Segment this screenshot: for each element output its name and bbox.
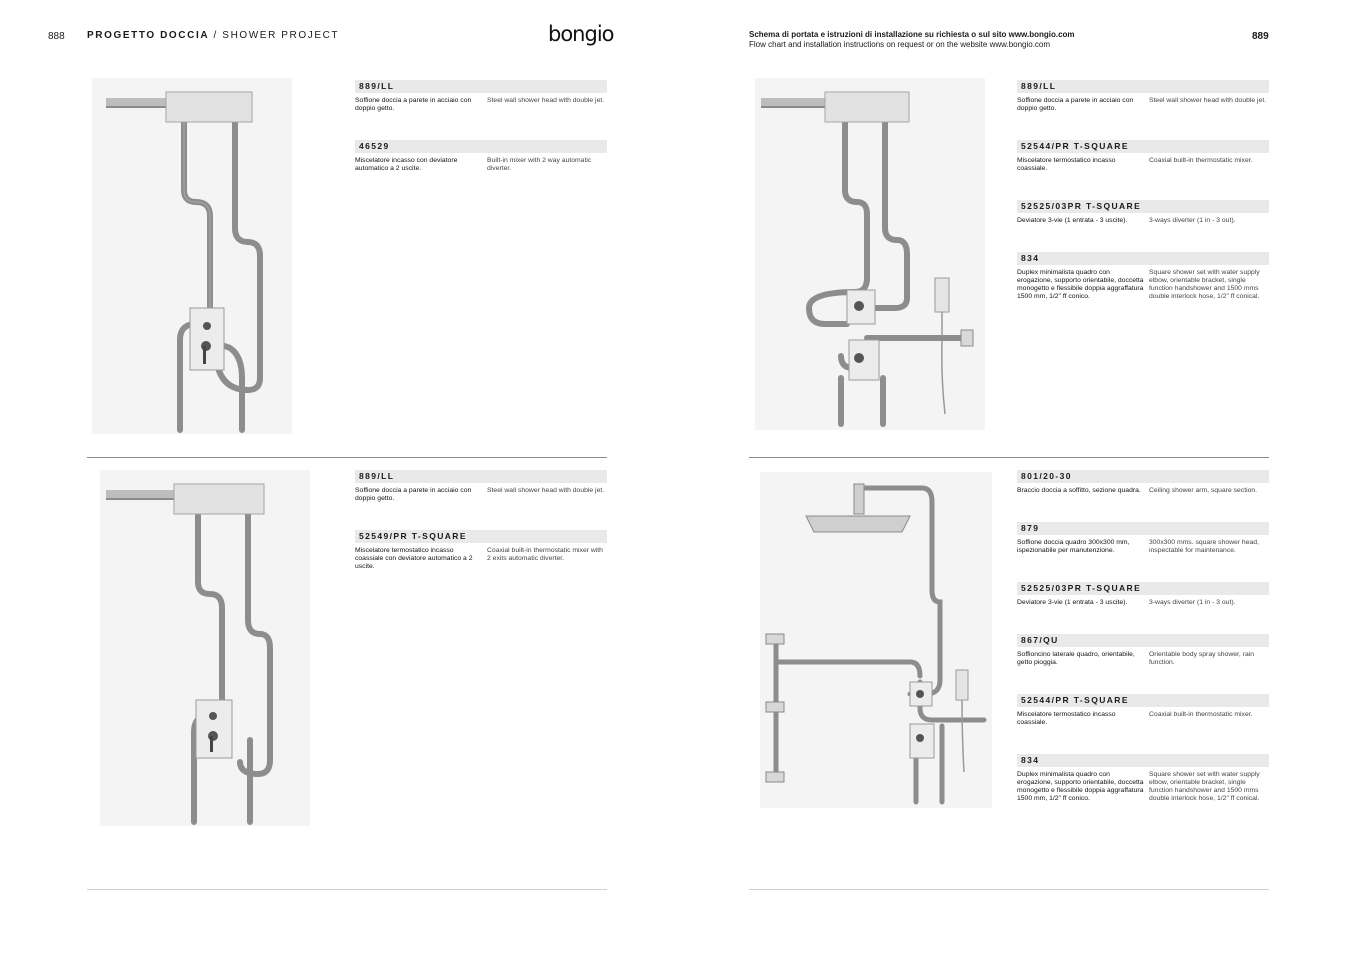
description-en: Built-in mixer with 2 way automatic dive… [487, 157, 592, 172]
product-code: 834 [1017, 252, 1269, 265]
description-en: Coaxial built-in thermostatic mixer. [1149, 711, 1253, 718]
shower-system-image-4 [760, 472, 992, 808]
divider-left-middle [87, 457, 607, 458]
description-en: Square shower set with water supply elbo… [1149, 771, 1260, 802]
description-it: Miscelatore termostatico incasso coassia… [1017, 157, 1116, 172]
product-item: 834 Duplex minimalista quadro con erogaz… [1017, 754, 1269, 803]
description-it: Soffione doccia a parete in acciaio con … [355, 487, 472, 502]
divider-right-middle [749, 457, 1269, 458]
description-en: 3-ways diverter (1 in - 3 out). [1149, 217, 1236, 224]
product-list-1: 889/LL Soffione doccia a parete in accia… [355, 80, 607, 173]
description-it: Braccio doccia a soffitto, sezione quadr… [1017, 487, 1141, 494]
product-code: 46529 [355, 140, 607, 153]
product-list-4: 801/20-30 Braccio doccia a soffitto, sez… [1017, 470, 1269, 803]
description-it: Soffione doccia a parete in acciaio con … [355, 97, 472, 112]
product-item: 889/LL Soffione doccia a parete in accia… [355, 80, 607, 113]
installation-note-it: Schema di portata e istruzioni di instal… [749, 30, 1075, 39]
product-item: 801/20-30 Braccio doccia a soffitto, sez… [1017, 470, 1269, 495]
description-en: Orientable body spray shower, rain funct… [1149, 651, 1255, 666]
product-item: 867/QU Soffioncino laterale quadro, orie… [1017, 634, 1269, 667]
description-en: Coaxial built-in thermostatic mixer with… [487, 547, 603, 562]
product-code: 52544/PR T-SQUARE [1017, 694, 1269, 707]
bongio-logo: bongio [548, 22, 615, 46]
product-code: 889/LL [355, 80, 607, 93]
description-it: Deviatore 3-vie (1 entrata - 3 uscite). [1017, 599, 1128, 606]
description-en: Steel wall shower head with double jet. [1149, 97, 1267, 104]
description-it: Deviatore 3-vie (1 entrata - 3 uscite). [1017, 217, 1128, 224]
divider-right-bottom [749, 889, 1269, 890]
description-en: 300x300 mms. square shower head, inspect… [1149, 539, 1259, 554]
shower-diagram-4 [765, 483, 987, 805]
shower-diagram-3 [761, 91, 974, 427]
product-code: 889/LL [1017, 80, 1269, 93]
shower-system-image-2 [100, 470, 310, 826]
title-separator: / [209, 30, 223, 41]
description-en: 3-ways diverter (1 in - 3 out). [1149, 599, 1236, 606]
section-title-it: PROGETTO DOCCIA [87, 30, 210, 41]
product-code: 52525/03PR T-SQUARE [1017, 200, 1269, 213]
description-it: Miscelatore termostatico incasso coassia… [1017, 711, 1116, 726]
product-list-3: 889/LL Soffione doccia a parete in accia… [1017, 80, 1269, 301]
product-code: 867/QU [1017, 634, 1269, 647]
product-list-2: 889/LL Soffione doccia a parete in accia… [355, 470, 607, 571]
product-item: 889/LL Soffione doccia a parete in accia… [355, 470, 607, 503]
product-item: 52544/PR T-SQUARE Miscelatore termostati… [1017, 694, 1269, 727]
product-item: 52525/03PR T-SQUARE Deviatore 3-vie (1 e… [1017, 582, 1269, 607]
description-it: Soffione doccia quadro 300x300 mm, ispez… [1017, 539, 1130, 554]
description-en: Steel wall shower head with double jet. [487, 97, 605, 104]
product-item: 879 Soffione doccia quadro 300x300 mm, i… [1017, 522, 1269, 555]
section-title-en: SHOWER PROJECT [222, 30, 340, 41]
product-code: 52544/PR T-SQUARE [1017, 140, 1269, 153]
left-page-number: 888 [48, 31, 65, 42]
product-code: 879 [1017, 522, 1269, 535]
product-code: 889/LL [355, 470, 607, 483]
description-it: Duplex minimalista quadro con erogazione… [1017, 269, 1144, 300]
description-it: Miscelatore incasso con deviatore automa… [355, 157, 458, 172]
product-item: 52525/03PR T-SQUARE Deviatore 3-vie (1 e… [1017, 200, 1269, 225]
description-en: Ceiling shower arm, square section. [1149, 487, 1258, 494]
description-it: Duplex minimalista quadro con erogazione… [1017, 771, 1144, 802]
product-item: 52544/PR T-SQUARE Miscelatore termostati… [1017, 140, 1269, 173]
product-code: 801/20-30 [1017, 470, 1269, 483]
description-en: Coaxial built-in thermostatic mixer. [1149, 157, 1253, 164]
divider-left-bottom [87, 889, 607, 890]
description-it: Miscelatore termostatico incasso coassia… [355, 547, 473, 570]
description-it: Soffioncino laterale quadro, orientabile… [1017, 651, 1135, 666]
shower-diagram-1 [106, 91, 263, 433]
product-code: 834 [1017, 754, 1269, 767]
description-en: Steel wall shower head with double jet. [487, 487, 605, 494]
product-item: 834 Duplex minimalista quadro con erogaz… [1017, 252, 1269, 301]
shower-system-image-1 [92, 78, 292, 434]
product-code: 52525/03PR T-SQUARE [1017, 582, 1269, 595]
description-it: Soffione doccia a parete in acciaio con … [1017, 97, 1134, 112]
installation-note-en: Flow chart and installation instructions… [749, 40, 1051, 49]
installation-note: Schema di portata e istruzioni di instal… [749, 30, 1075, 50]
product-item: 46529 Miscelatore incasso con deviatore … [355, 140, 607, 173]
product-item: 52549/PR T-SQUARE Miscelatore termostati… [355, 530, 607, 571]
shower-system-image-3 [755, 78, 985, 430]
right-page-number: 889 [1252, 31, 1269, 42]
product-item: 889/LL Soffione doccia a parete in accia… [1017, 80, 1269, 113]
shower-diagram-2 [106, 483, 273, 825]
product-code: 52549/PR T-SQUARE [355, 530, 607, 543]
description-en: Square shower set with water supply elbo… [1149, 269, 1260, 300]
section-title: PROGETTO DOCCIA / SHOWER PROJECT [87, 30, 339, 41]
